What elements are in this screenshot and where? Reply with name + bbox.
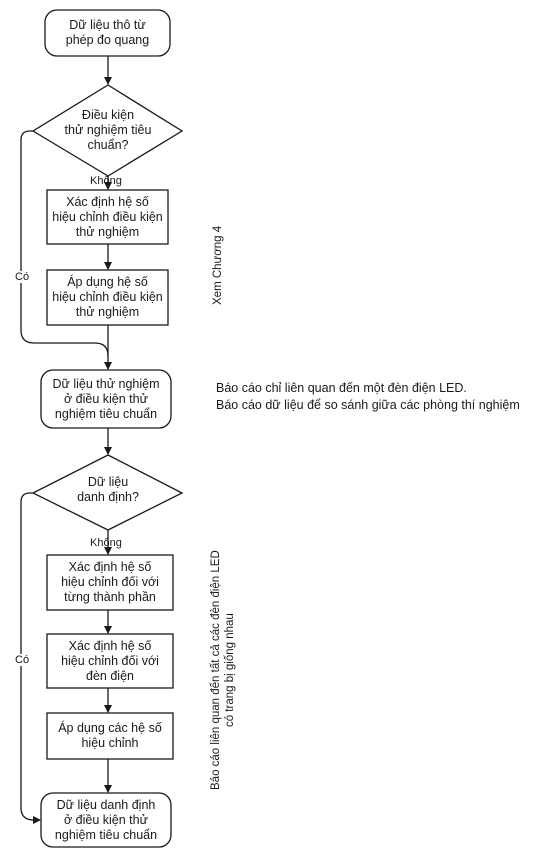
edge-label-yes: Có <box>14 654 31 666</box>
apply-test-factors-text: Áp dụng hệ số hiệu chỉnh điều kiện thử n… <box>52 275 163 319</box>
see-chapter-note: Xem Chương 4 <box>212 225 224 305</box>
test-data-standard-text: Dữ liệu thử nghiệm ở điều kiện thử nghiệ… <box>52 376 160 421</box>
edge-label-yes: Có <box>14 271 31 283</box>
determine-component-factors-box <box>46 554 174 611</box>
report-all-note: Báo cáo liên quan đến tất cả các đèn điệ… <box>209 550 237 790</box>
determine-component-factors-text: Xác định hệ số hiệu chỉnh đối với từng t… <box>61 560 159 604</box>
test-data-standard-box <box>40 369 172 429</box>
report-all-line1: Báo cáo liên quan đến tất cả các đèn điệ… <box>210 550 222 790</box>
standard-condition-question: Điều kiện thử nghiệm tiêu chuẩn? <box>64 107 152 152</box>
rated-data-standard-text: Dữ liệu danh định ở điều kiện thử nghiệm… <box>54 797 158 842</box>
rated-data-question: Dữ liệu danh định? <box>77 475 139 504</box>
determine-luminaire-factors-text: Xác định hệ số hiệu chỉnh đối với đèn đi… <box>61 638 159 683</box>
edge-label-no: Không <box>90 175 122 187</box>
determine-luminaire-factors-box <box>46 633 174 689</box>
report-single-line2: Báo cáo dữ liệu để so sánh giữa các phòn… <box>216 398 520 412</box>
rated-data-standard-box <box>40 792 172 848</box>
edge-label-no: Không <box>90 537 122 549</box>
report-all-line2: có trang bị giống nhau <box>224 613 236 728</box>
report-single-line1: Báo cáo chỉ liên quan đến một đèn điện L… <box>216 381 467 395</box>
apply-factors-text: Áp dụng các hệ số hiệu chỉnh <box>58 721 162 750</box>
determine-test-factors-text: Xác định hệ số hiệu chỉnh điều kiện thử … <box>52 194 163 239</box>
apply-factors-box <box>46 712 174 760</box>
raw-data-text: Dữ liệu thô từ phép đo quang <box>65 18 150 47</box>
